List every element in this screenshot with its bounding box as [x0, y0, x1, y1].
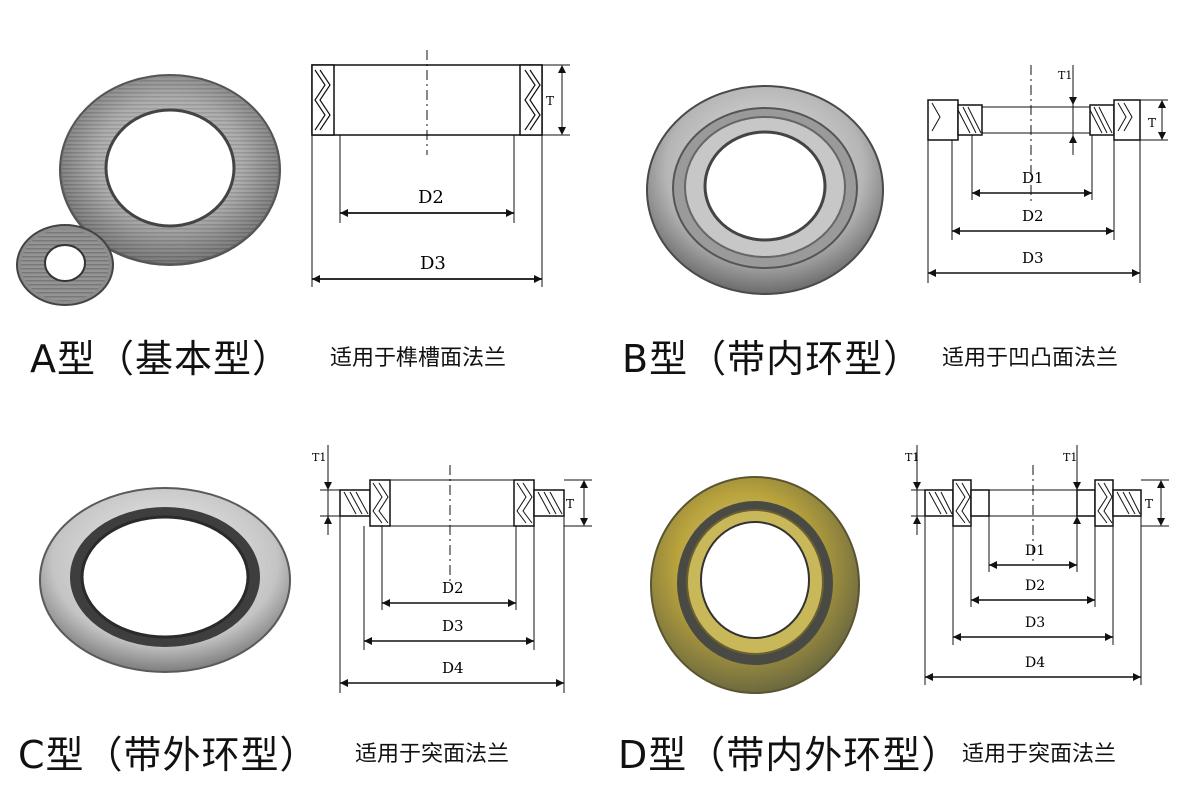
gasket-photo-type-d	[650, 476, 860, 694]
usage-note-b: 适用于凹凸面法兰	[942, 346, 1119, 371]
inner-ring-left	[927, 99, 959, 141]
type-title-d: D型（带内外环型）	[618, 733, 961, 777]
gasket-photo-type-a	[16, 74, 281, 306]
dimension-drawing-type-d: T T1 T1 D1 D2 D3 D4	[905, 445, 1169, 685]
panel-type-d: T T1 T1 D1 D2 D3 D4 D型（带内外环型）	[600, 400, 1200, 800]
dim-label-d3: D3	[420, 253, 446, 274]
dim-label-t: T	[546, 94, 554, 108]
dim-label-d2: D2	[1025, 578, 1045, 594]
dimension-drawing-type-c: T T1 D2 D3 D4	[312, 445, 592, 693]
usage-note-a: 适用于榫槽面法兰	[330, 346, 507, 371]
dim-label-d1: D1	[1025, 543, 1045, 559]
gasket-photo-type-c	[39, 487, 291, 673]
dim-label-t1-outer: T1	[905, 451, 919, 464]
winding-section-right	[519, 64, 543, 136]
type-title-a: A型（基本型）	[30, 337, 291, 381]
panel-type-a: T D2 D3 A型（基本型） 适用于榫槽面法兰	[0, 0, 600, 400]
dim-label-t: T	[1148, 116, 1156, 130]
dimension-drawing-type-a: T D2 D3	[311, 50, 570, 287]
inner-ring-right	[1076, 489, 1096, 517]
dim-label-d2: D2	[418, 187, 444, 208]
dim-label-t1: T1	[1058, 69, 1072, 82]
dim-label-d3: D3	[442, 617, 464, 635]
dim-label-d4: D4	[1025, 655, 1045, 671]
dim-label-d3: D3	[1025, 615, 1045, 631]
dim-label-t1: T1	[312, 451, 326, 464]
dim-label-t: T	[566, 497, 574, 511]
usage-note-d: 适用于突面法兰	[962, 742, 1117, 767]
panel-type-b: T T1 D1 D2 D3 B型（带内环型） 适用于凹凸面法兰	[600, 0, 1200, 400]
dim-label-d3: D3	[1022, 249, 1044, 267]
dim-label-d4: D4	[442, 659, 464, 677]
dim-label-d1: D1	[1022, 169, 1044, 187]
dim-label-d2: D2	[442, 579, 464, 597]
usage-note-c: 适用于突面法兰	[355, 742, 510, 767]
dim-label-t1-inner: T1	[1063, 451, 1077, 464]
dim-label-t: T	[1145, 497, 1153, 511]
gasket-photo-type-b	[646, 85, 884, 295]
inner-ring-right	[1113, 99, 1141, 141]
outer-ring-left	[924, 489, 954, 517]
panel-type-c: T T1 D2 D3 D4 C型（带外环型） 适用于突面法兰	[0, 400, 600, 800]
outer-ring-right	[1112, 489, 1142, 517]
type-title-b: B型（带内环型）	[622, 337, 923, 381]
dim-label-d2: D2	[1022, 207, 1044, 225]
type-title-c: C型（带外环型）	[18, 733, 319, 777]
dimension-drawing-type-b: T T1 D1 D2 D3	[927, 65, 1168, 283]
inner-ring-left	[970, 489, 990, 517]
